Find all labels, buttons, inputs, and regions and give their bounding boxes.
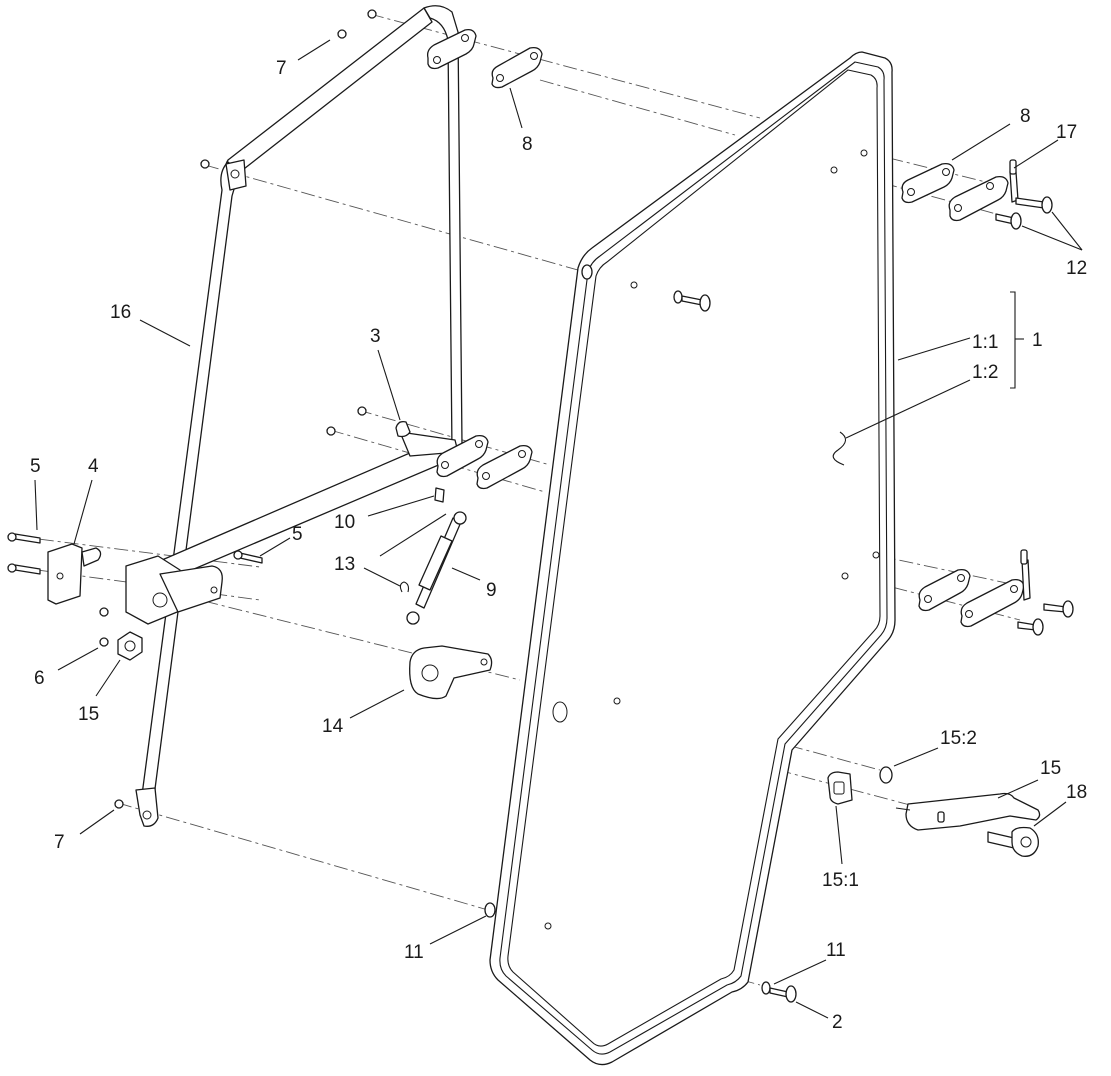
- callout-7-top: 7: [276, 58, 287, 79]
- callout-8-top: 8: [522, 134, 533, 155]
- callout-11-left: 11: [404, 942, 424, 963]
- hinge-leaf-mid-1: [436, 434, 489, 478]
- hinge-leaf-top-1: [426, 28, 477, 70]
- gas-strut: [399, 487, 467, 625]
- hinge-leaves: [426, 28, 1025, 628]
- callout-5-mid: 5: [292, 524, 303, 545]
- callout-15-2: 15:2: [940, 728, 977, 749]
- callout-18: 18: [1066, 782, 1087, 803]
- callout-10: 10: [334, 512, 355, 533]
- callout-15-left: 15: [78, 704, 99, 725]
- hinge-leaf-right-low-1: [918, 568, 971, 612]
- callout-8-right: 8: [1020, 106, 1031, 127]
- hinge-leaf-right-low-2: [960, 578, 1025, 628]
- callout-15-1: 15:1: [822, 870, 859, 891]
- callout-14: 14: [322, 716, 344, 737]
- callout-9: 9: [486, 580, 497, 601]
- latch-parts: [7, 420, 1041, 857]
- door-frame-tube: [135, 5, 463, 827]
- callout-1-1: 1:1: [972, 332, 998, 353]
- callout-11-right: 11: [826, 940, 846, 961]
- callout-13: 13: [334, 554, 355, 575]
- callout-5-left: 5: [30, 456, 41, 477]
- bolts: [673, 196, 1074, 1003]
- callout-2: 2: [832, 1012, 843, 1033]
- hinge-leaf-right-top-2: [948, 175, 1009, 222]
- hinge-leaf-mid-2: [476, 444, 533, 490]
- callout-1: 1: [1032, 330, 1043, 351]
- hinge-leaf-right-top-1: [901, 162, 955, 204]
- callout-1-2: 1:2: [972, 362, 998, 383]
- callout-12: 12: [1066, 258, 1087, 279]
- hinge-leaf-top-2: [491, 46, 543, 89]
- callout-17: 17: [1056, 122, 1077, 143]
- callout-4: 4: [88, 456, 99, 477]
- glass-panel: [489, 51, 896, 1066]
- callout-3: 3: [370, 326, 381, 347]
- callout-7-bottom: 7: [54, 832, 65, 853]
- nuts-and-washers: [99, 9, 593, 918]
- hinge-pins: [1009, 159, 1031, 601]
- callout-labels: 7 8 8 17 12 1:1 1 1:2 16 3 5 4 5 10 13 9…: [30, 58, 1087, 1033]
- callout-6: 6: [34, 668, 45, 689]
- leader-lines: [34, 39, 1083, 1019]
- callout-16: 16: [110, 302, 131, 323]
- callout-15-right: 15: [1040, 758, 1061, 779]
